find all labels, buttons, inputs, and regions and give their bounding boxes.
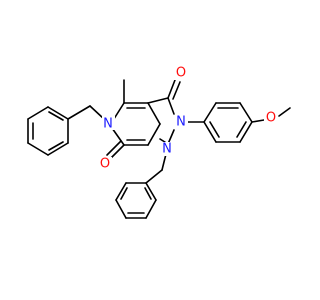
benzyl-ch2-left (67, 105, 105, 120)
benzyl-ch2-bottom (145, 153, 167, 184)
benzyl-phenyl-ring-bottom (115, 182, 157, 219)
pyridinone-ring (111, 102, 161, 146)
atom-label-o-methoxy: O (266, 111, 276, 126)
atom-n2: N (175, 115, 188, 130)
atom-label-o3: O (176, 66, 186, 81)
atom-n5: N (102, 116, 115, 132)
carbonyl-c6 (106, 140, 125, 160)
methoxyphenyl-ring (203, 102, 253, 143)
atom-label-o6: O (100, 157, 110, 172)
atom-n1: N (161, 142, 174, 157)
atom-o6: O (98, 157, 112, 172)
atom-label-n2: N (176, 115, 186, 130)
carbonyl-c3 (167, 79, 181, 100)
atom-label-n1: N (162, 142, 172, 157)
benzyl-phenyl-ring-left (27, 106, 69, 156)
atom-o-methoxy: O (264, 111, 278, 126)
structure-canvas: N N N O O O (27, 66, 291, 219)
methoxy-group (251, 107, 291, 123)
molecule-diagram: N N N O O O (27, 66, 291, 219)
atom-label-n5: N (103, 117, 113, 132)
atom-o3: O (174, 66, 188, 81)
